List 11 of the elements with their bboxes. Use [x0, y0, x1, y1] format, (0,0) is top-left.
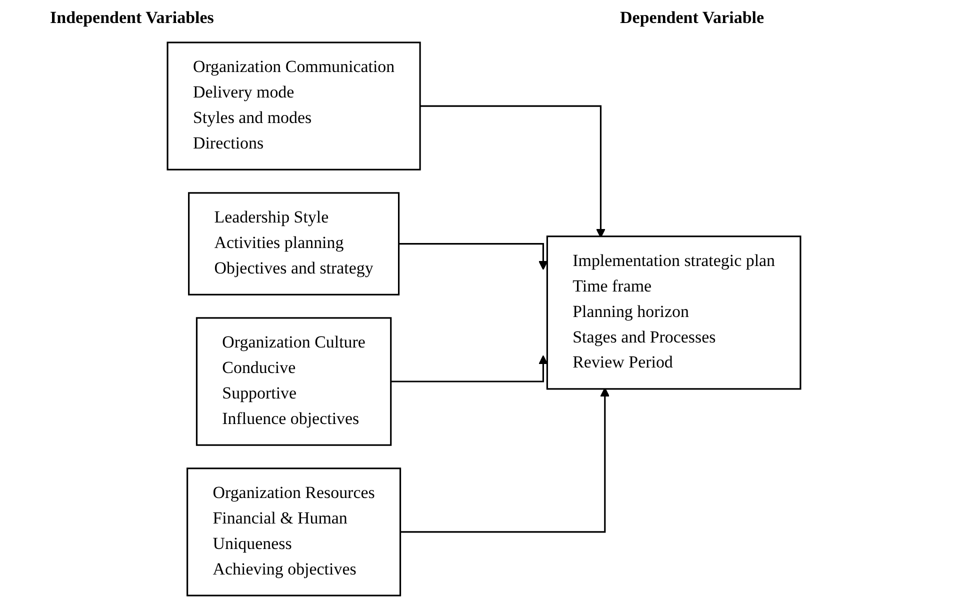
node-box: Leadership Style Activities planning Objectives and strategy — [188, 192, 400, 296]
node-box: Implementation strategic plan Time frame Planning horizon Stages and Processes Review Period — [546, 236, 802, 390]
column-heading: Dependent Variable — [620, 8, 764, 28]
node-box: Organization Culture Conducive Supportive Influence objectives — [196, 317, 392, 446]
arrow — [390, 355, 548, 382]
arrow — [398, 242, 548, 270]
arrow — [400, 387, 610, 533]
arrow — [420, 105, 606, 238]
node-box: Organization Resources Financial & Human Uniqueness Achieving objectives — [186, 468, 402, 596]
node-box: Organization Communication Delivery mode Styles and modes Directions — [166, 42, 421, 170]
column-heading: Independent Variables — [50, 8, 214, 28]
